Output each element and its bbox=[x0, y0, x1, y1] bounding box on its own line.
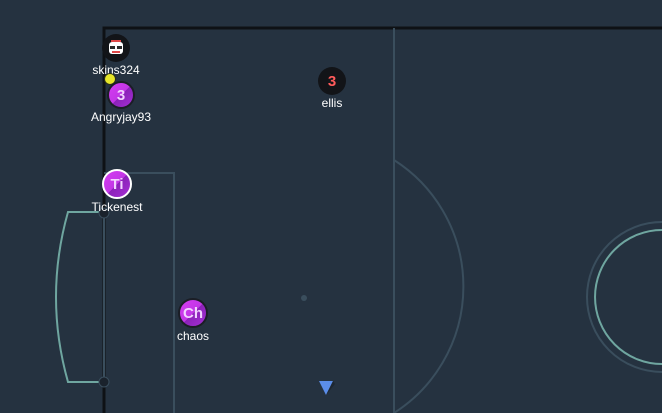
outer-boundary-line bbox=[102, 26, 662, 413]
player-name: Angryjay93 bbox=[90, 110, 152, 124]
center-circle-outer bbox=[586, 221, 662, 373]
player-token: Ch bbox=[178, 298, 208, 328]
player-skins324[interactable]: skins324 bbox=[66, 34, 166, 78]
field-arc bbox=[393, 159, 465, 413]
center-spot bbox=[301, 295, 307, 301]
triangle-down-icon bbox=[319, 381, 333, 395]
player-name: ellis bbox=[321, 96, 343, 110]
goal-post-top bbox=[98, 207, 110, 219]
player-token: 3 bbox=[107, 81, 135, 109]
player-chaos[interactable]: Ch chaos bbox=[143, 298, 243, 344]
goal-post-bottom bbox=[98, 376, 110, 388]
player-angryjay93[interactable]: 3 Angryjay93 bbox=[71, 81, 171, 125]
goal-area-highlight bbox=[55, 211, 104, 383]
player-name: chaos bbox=[176, 329, 210, 343]
player-tickenest[interactable]: Ti Tickenest bbox=[67, 169, 167, 215]
center-circle-highlight bbox=[594, 229, 662, 365]
robot-mask-icon bbox=[102, 34, 130, 62]
triangle-shadow bbox=[326, 381, 335, 395]
player-ellis[interactable]: 3 ellis bbox=[282, 67, 382, 111]
player-token: Ti bbox=[102, 169, 132, 199]
player-token: 3 bbox=[318, 67, 346, 95]
player-name: skins324 bbox=[92, 63, 140, 77]
player-name: Tickenest bbox=[91, 200, 143, 214]
